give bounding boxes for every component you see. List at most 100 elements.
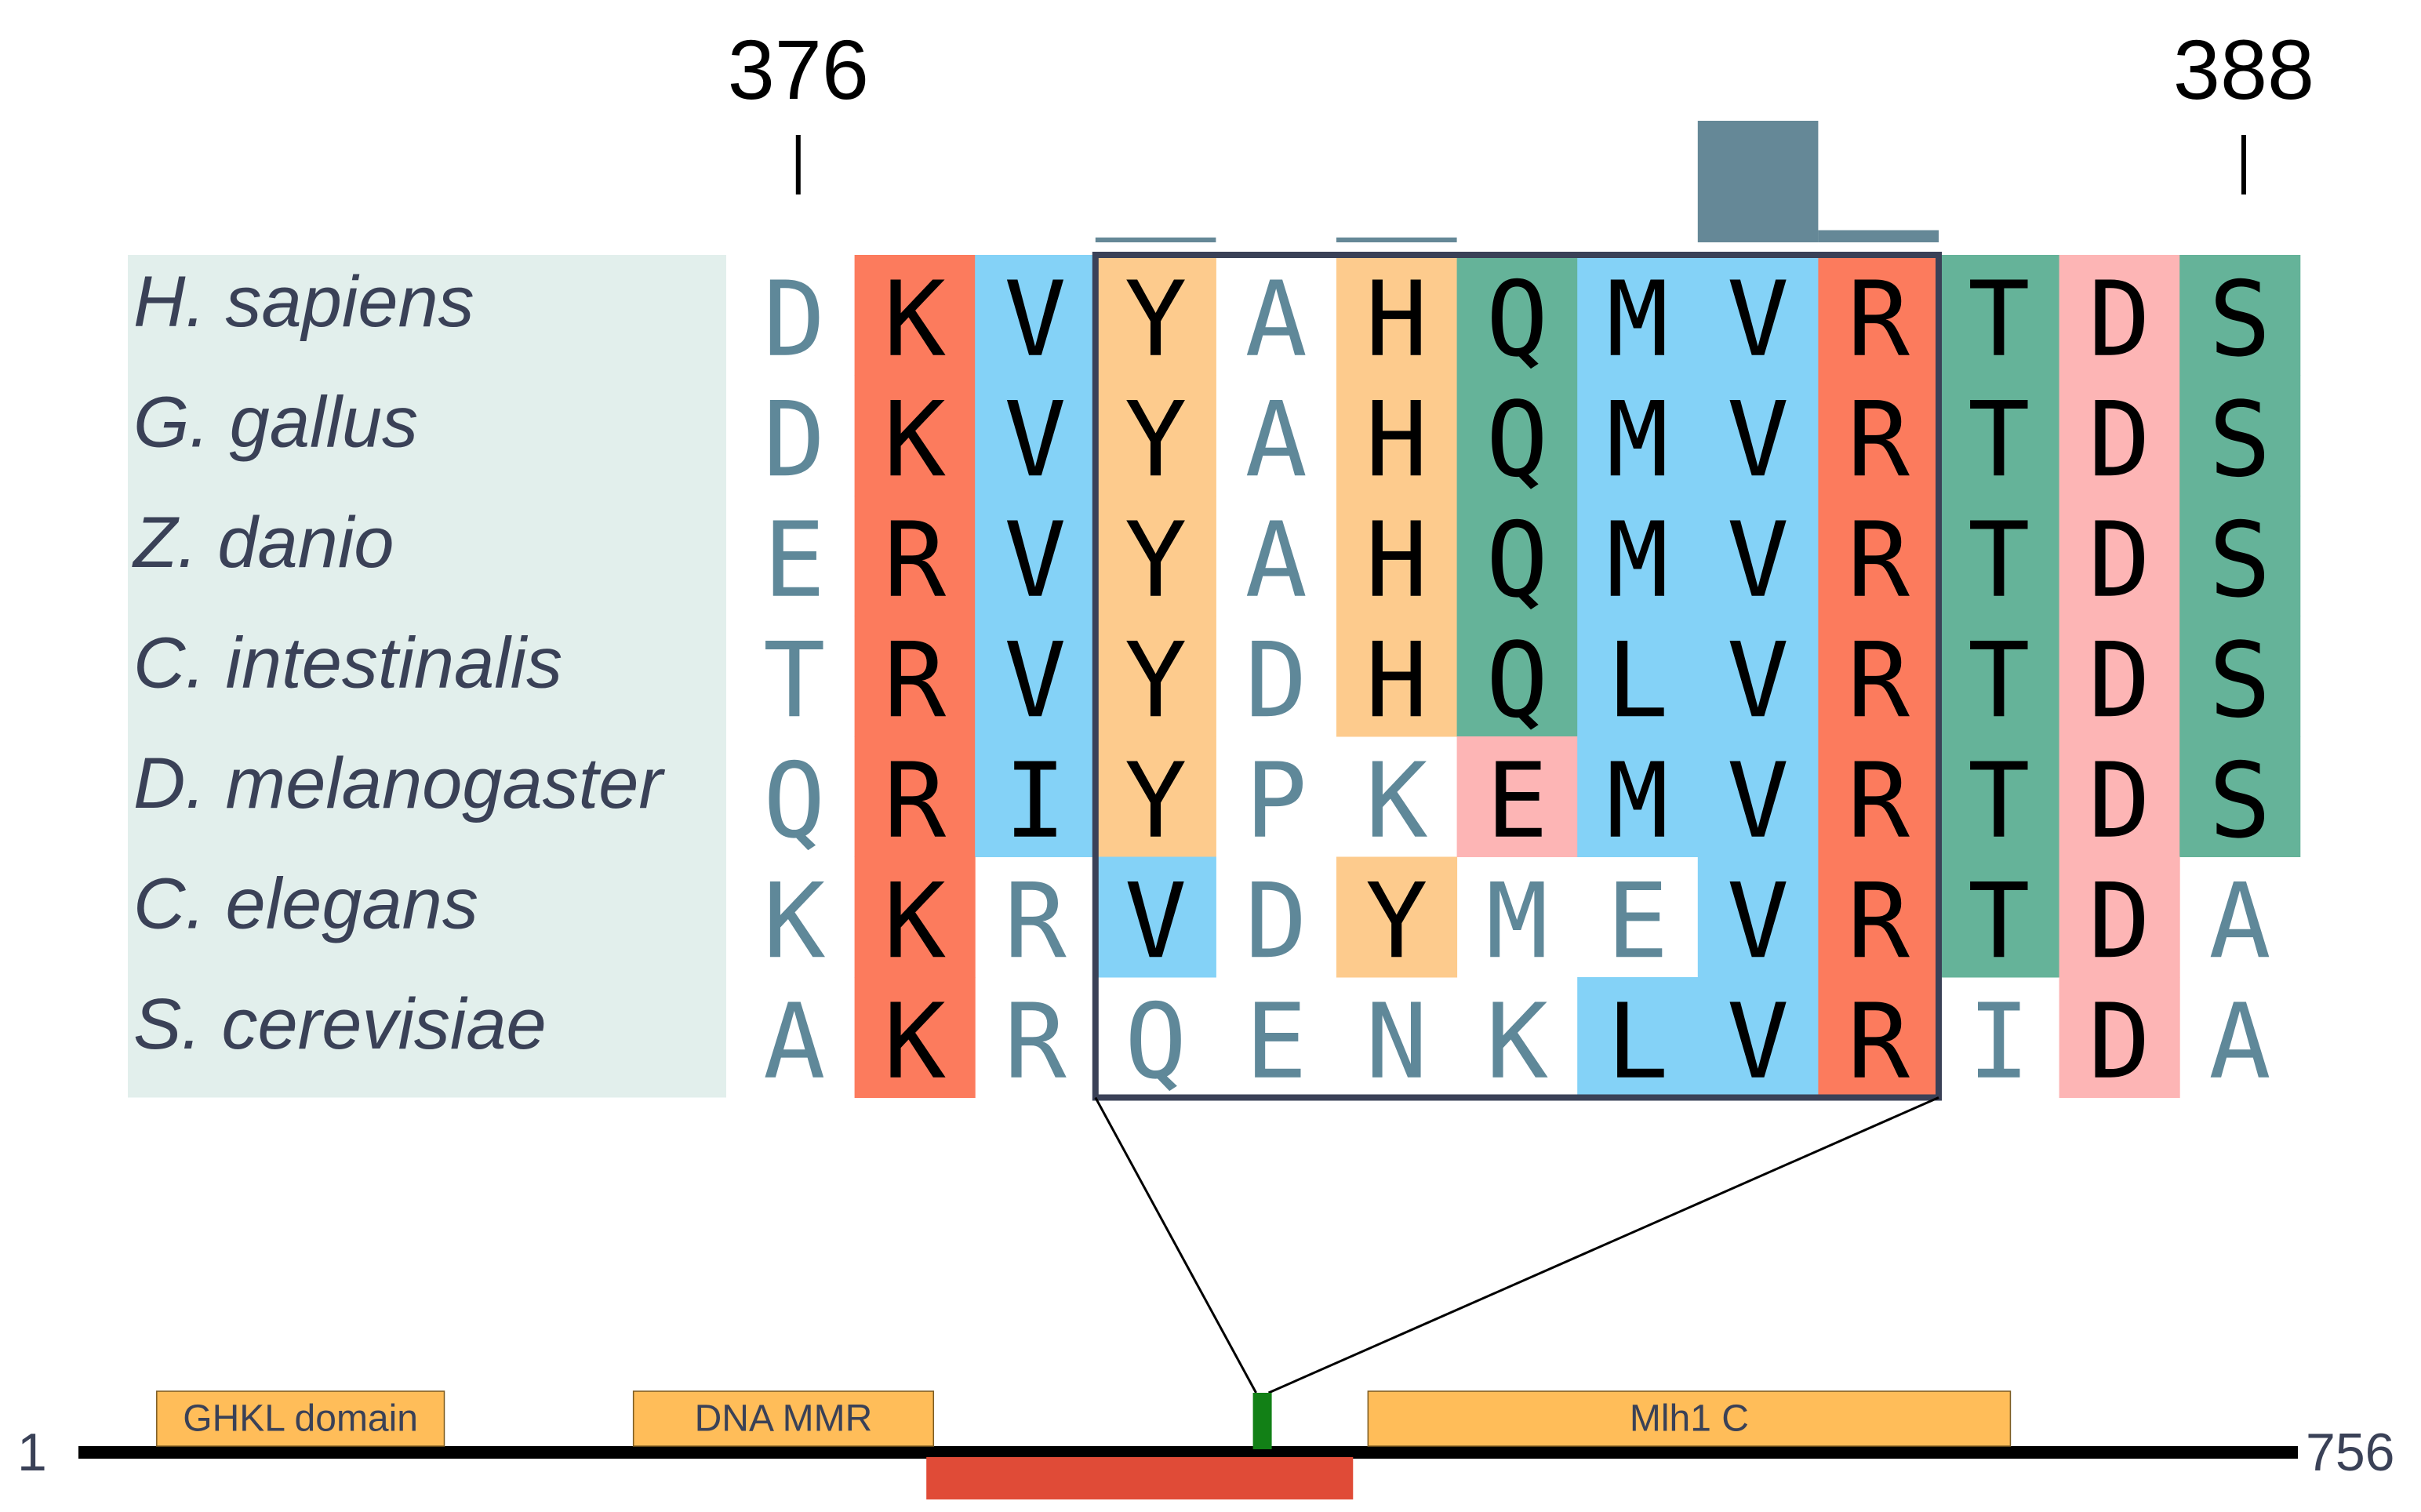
residue-letter: V bbox=[1727, 500, 1789, 621]
residue-letter: R bbox=[1004, 982, 1067, 1103]
domain-label: DNA MMR bbox=[695, 1398, 873, 1440]
species-label: Z. danio bbox=[132, 503, 394, 583]
residue-letter: V bbox=[1727, 982, 1789, 1103]
residue-letter: D bbox=[2088, 380, 2150, 500]
residue-shade bbox=[1818, 977, 1939, 1098]
residue-letter: T bbox=[1968, 260, 2030, 380]
residue-shade bbox=[854, 255, 976, 376]
residue-shade bbox=[1577, 375, 1699, 496]
residue-shade bbox=[2059, 977, 2180, 1098]
residue-shade bbox=[1939, 616, 2060, 737]
residue-letter: S bbox=[2208, 380, 2270, 500]
domain-label: GHKL domain bbox=[183, 1398, 418, 1440]
residue-letter: V bbox=[1004, 380, 1066, 500]
position-markers: 376 388 bbox=[728, 22, 2314, 194]
residue-letter: S bbox=[2208, 260, 2270, 380]
residue-letter: Q bbox=[1486, 380, 1548, 500]
residue-shade bbox=[1577, 255, 1699, 376]
residue-letter: K bbox=[763, 861, 825, 982]
residue-shade bbox=[1095, 375, 1216, 496]
residue-letter: P bbox=[1245, 741, 1307, 862]
residue-letter: T bbox=[1968, 620, 2030, 741]
residue-shade bbox=[1456, 496, 1578, 616]
residue-shade bbox=[1577, 736, 1699, 857]
residue-letter: S bbox=[2208, 620, 2270, 741]
residue-shade bbox=[975, 375, 1096, 496]
conservation-bar bbox=[1095, 237, 1216, 242]
residue-shade bbox=[2059, 856, 2180, 978]
domain-label: Mlh1 C bbox=[1630, 1398, 1749, 1440]
residue-shade bbox=[854, 375, 976, 496]
conservation-track bbox=[1095, 121, 1939, 242]
residue-letter: V bbox=[1004, 620, 1066, 741]
domain-box bbox=[632, 1390, 935, 1447]
residue-letter: M bbox=[1486, 861, 1548, 982]
protein-start-label: 1 bbox=[17, 1423, 47, 1482]
residue-shade bbox=[2179, 616, 2301, 737]
residue-letter: V bbox=[1727, 260, 1789, 380]
residue-letter: E bbox=[763, 500, 825, 621]
species-label: G. gallus bbox=[133, 383, 418, 463]
residue-shade bbox=[2179, 255, 2301, 376]
residue-shade bbox=[975, 736, 1096, 857]
residue-letter: K bbox=[884, 861, 946, 982]
residue-letter: S bbox=[2208, 741, 2270, 862]
residue-shade bbox=[1818, 255, 1939, 376]
residue-letter: V bbox=[1004, 500, 1066, 621]
residue-shade bbox=[1818, 616, 1939, 737]
residue-letter: A bbox=[1245, 260, 1307, 380]
residue-letter: V bbox=[1004, 260, 1066, 380]
species-label: S. cerevisiae bbox=[133, 984, 547, 1064]
residue-letter: T bbox=[1968, 500, 2030, 621]
highlight-box bbox=[1092, 252, 1942, 1101]
residue-letter: R bbox=[884, 620, 947, 741]
residue-letter: H bbox=[1365, 260, 1427, 380]
residue-shade bbox=[854, 856, 976, 978]
domain-box bbox=[1367, 1390, 2012, 1447]
residue-letter: I bbox=[1968, 982, 2030, 1103]
residue-letter: R bbox=[884, 500, 947, 621]
species-label: C. elegans bbox=[133, 864, 478, 944]
residue-letter: V bbox=[1125, 861, 1187, 982]
residue-letter: K bbox=[884, 260, 946, 380]
residue-letter: Y bbox=[1125, 620, 1187, 741]
residue-letter: M bbox=[1606, 741, 1668, 862]
residue-shade bbox=[975, 616, 1096, 737]
residue-letter: I bbox=[1004, 741, 1066, 862]
residue-shade bbox=[1095, 856, 1216, 978]
zoom-connector-lines bbox=[1094, 1096, 1939, 1394]
residue-shade bbox=[1697, 496, 1819, 616]
residue-letter: H bbox=[1365, 380, 1427, 500]
residue-shade bbox=[1697, 977, 1819, 1098]
region-bar bbox=[926, 1457, 1354, 1499]
residue-letter: D bbox=[2088, 500, 2150, 621]
domain-box bbox=[156, 1390, 445, 1447]
residue-shade bbox=[1456, 375, 1578, 496]
residue-shade bbox=[1939, 736, 2060, 857]
residue-letter: K bbox=[884, 982, 946, 1103]
residue-letter: S bbox=[2208, 500, 2270, 621]
residue-shade bbox=[1939, 255, 2060, 376]
residue-letter: R bbox=[1847, 260, 1910, 380]
residue-letter: Q bbox=[1125, 982, 1187, 1103]
residue-letter: H bbox=[1365, 500, 1427, 621]
residue-shade bbox=[1456, 736, 1578, 857]
residue-shade bbox=[854, 496, 976, 616]
residue-letter: T bbox=[763, 620, 825, 741]
residue-letter: A bbox=[2208, 982, 2270, 1103]
residue-letter: R bbox=[1847, 741, 1910, 862]
residue-letter: D bbox=[2088, 982, 2150, 1103]
residue-shade bbox=[1095, 616, 1216, 737]
residue-shade bbox=[1095, 255, 1216, 376]
residue-shade bbox=[2059, 496, 2180, 616]
residue-letter: Y bbox=[1125, 380, 1187, 500]
residue-letter: E bbox=[1486, 741, 1548, 862]
residue-letter: H bbox=[1365, 620, 1427, 741]
residue-letter: A bbox=[763, 982, 825, 1103]
residue-letter: V bbox=[1727, 741, 1789, 862]
residue-shade bbox=[1577, 496, 1699, 616]
residue-shade bbox=[2059, 375, 2180, 496]
residue-shade bbox=[1336, 255, 1458, 376]
residue-shade bbox=[2179, 496, 2301, 616]
residue-shade bbox=[1697, 856, 1819, 978]
